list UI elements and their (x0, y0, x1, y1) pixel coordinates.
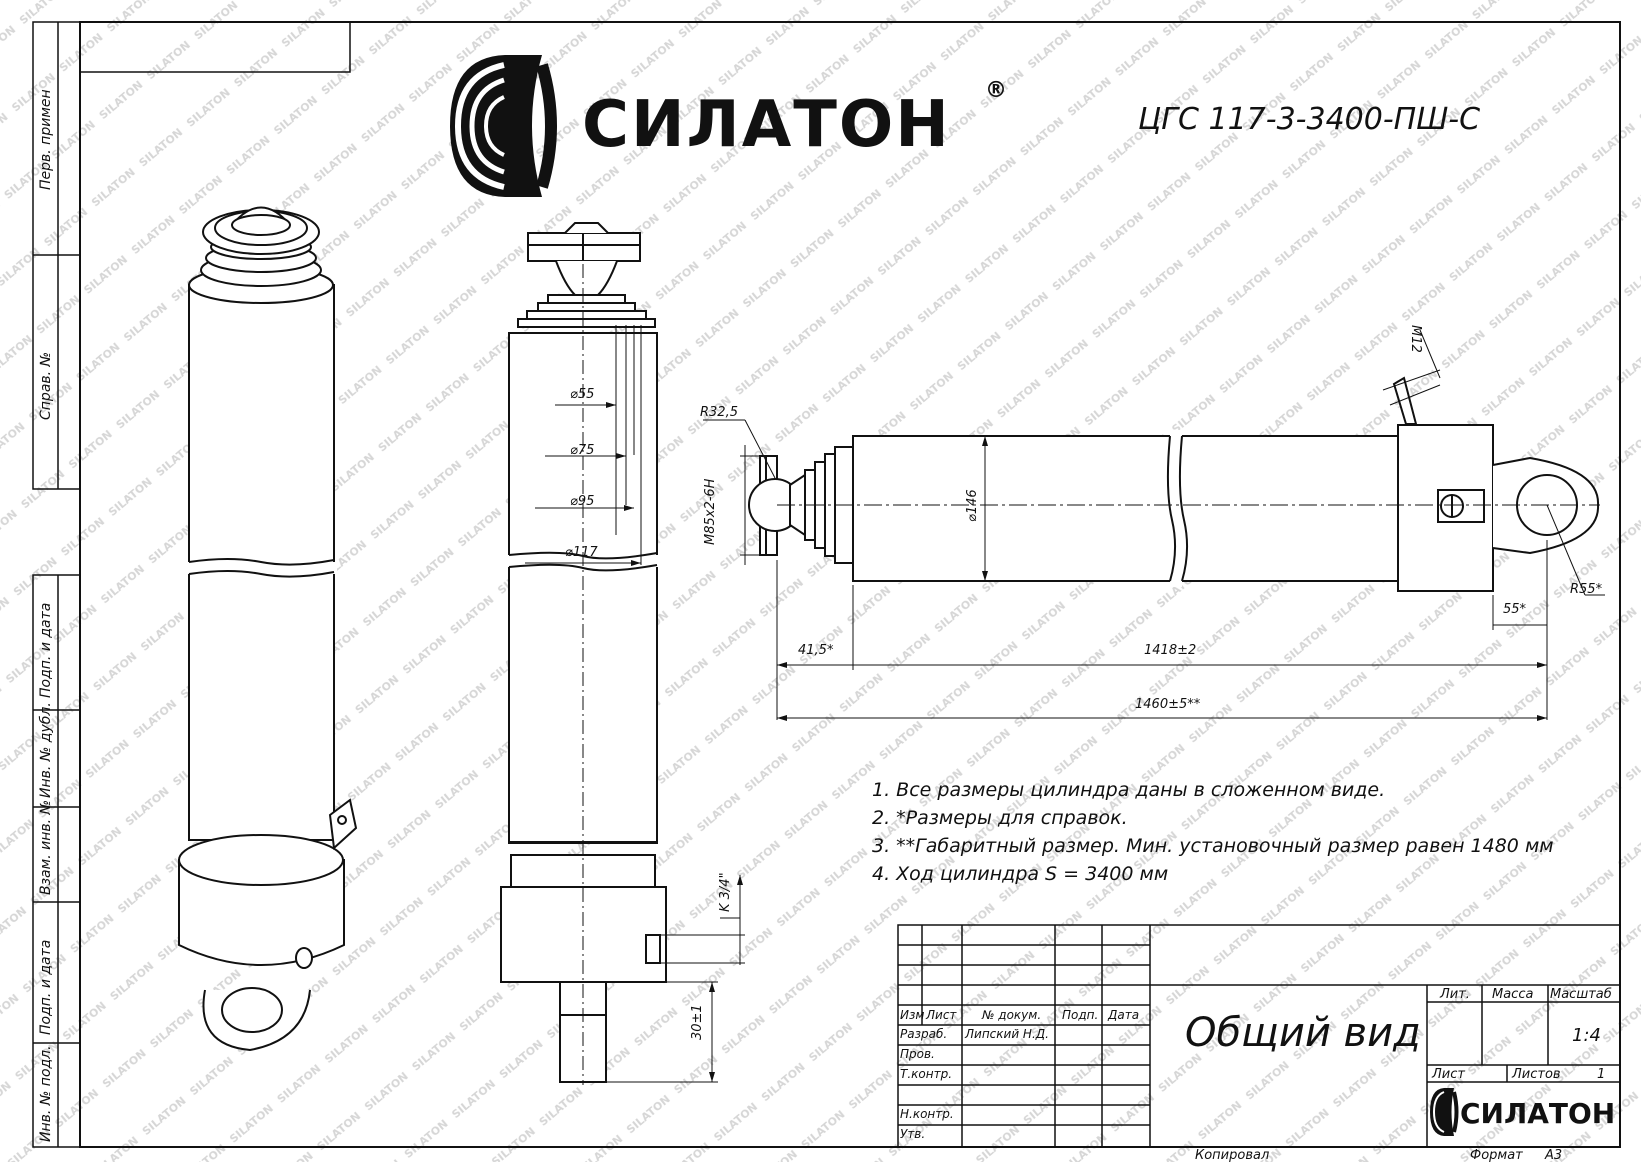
side-label-inv-dubl: Инв. № дубл. (38, 702, 54, 798)
dim-w55: 55* (1503, 602, 1527, 617)
tb-format-label: Формат (1470, 1148, 1523, 1163)
side-label-sprav: Справ. № (38, 351, 54, 420)
dim-m12: M12 (1408, 325, 1423, 353)
side-label-vzam-inv: Взам. инв. № (38, 799, 54, 895)
cylinder-3d-view (178, 206, 358, 1052)
side-label-perv: Перв. примен (38, 89, 54, 190)
dim-k34: K 3/4" (718, 872, 733, 912)
drawing-title: Общий вид (1185, 1010, 1421, 1056)
tb-nkontr: Н.контр. (900, 1107, 954, 1121)
dim-d95: ⌀95 (570, 494, 595, 509)
notes-block: 1. Все размеры цилиндра даны в сложенном… (872, 776, 1554, 888)
tb-razrab: Разраб. (900, 1027, 948, 1041)
note-1: 1. Все размеры цилиндра даны в сложенном… (872, 779, 1386, 801)
drawing-designation: ЦГС 117-3-3400-ПШ-С (1138, 102, 1481, 137)
dim-m85: M85x2-6H (703, 478, 718, 545)
brand-logo-mark (450, 55, 557, 197)
tb-lit: Лит. (1440, 987, 1470, 1002)
side-stamp (32, 21, 81, 1148)
tb-list-label: Лист (1432, 1067, 1465, 1082)
dim-r55: R55* (1570, 582, 1603, 597)
tb-list: Лист (926, 1008, 957, 1022)
tb-izm: Изм (900, 1008, 925, 1022)
dim-l41: 41,5* (798, 643, 834, 658)
middle-dimension-lines (525, 404, 745, 1083)
side-label-inv-podl: Инв. № подл. (38, 1045, 54, 1142)
cylinder-section-view (500, 222, 667, 1085)
horizontal-dimension-lines (703, 329, 1605, 720)
brand-name-small: СИЛАТОН (1460, 1097, 1616, 1130)
tb-prov: Пров. (900, 1047, 935, 1061)
dim-d117: ⌀117 (565, 545, 598, 560)
dim-d75: ⌀75 (570, 443, 595, 458)
tb-format: А3 (1545, 1148, 1563, 1163)
tb-podp: Подп. (1062, 1008, 1099, 1022)
side-label-podp-data-1: Подп. и дата (38, 602, 54, 698)
tb-tkontr: Т.контр. (900, 1067, 953, 1081)
dim-l1460: 1460±5** (1135, 697, 1201, 712)
title-block-grid (897, 924, 1621, 1148)
tb-listov: 1 (1597, 1067, 1606, 1082)
tb-utv: Утв. (900, 1127, 926, 1141)
tb-scale: 1:4 (1572, 1025, 1601, 1046)
tb-ndoc: № докум. (982, 1008, 1042, 1022)
tb-developer: Липский Н.Д. (965, 1027, 1049, 1041)
dim-d55: ⌀55 (570, 387, 595, 402)
note-4: 4. Ход цилиндра S = 3400 мм (872, 863, 1169, 885)
tb-kopiroval: Копировал (1195, 1148, 1270, 1163)
dim-l1418: 1418±2 (1144, 643, 1197, 658)
arrowheads (606, 402, 1547, 1082)
registered-mark: ® (985, 78, 1007, 103)
brand-name: СИЛАТОН (582, 88, 951, 162)
tb-massa: Масса (1492, 987, 1534, 1002)
side-label-podp-data-2: Подп. и дата (38, 939, 54, 1035)
dim-r32: R32,5 (700, 405, 738, 420)
brand-logo-mark-small (1430, 1088, 1459, 1136)
dim-d146: ⌀146 (965, 489, 980, 522)
tb-data: Дата (1108, 1008, 1140, 1022)
note-2: 2. *Размеры для справок. (872, 807, 1128, 829)
dim-l30: 30±1 (690, 1004, 705, 1040)
tb-masshtab: Масштаб (1550, 987, 1612, 1002)
note-3: 3. **Габаритный размер. Мин. установочны… (872, 835, 1554, 857)
tb-listov-label: Листов (1512, 1067, 1561, 1082)
